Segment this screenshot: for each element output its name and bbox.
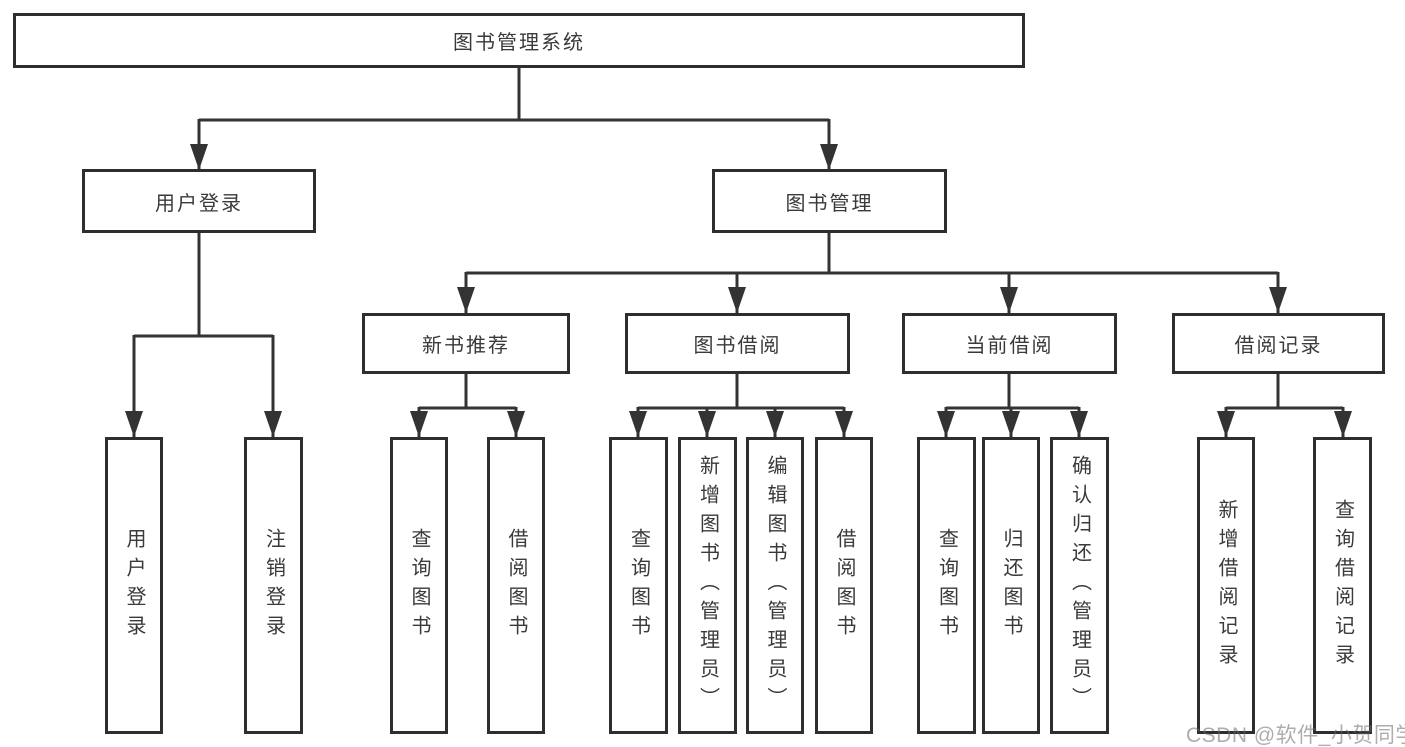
- leaf-borrow-query-books: 查询图书: [609, 437, 668, 734]
- leaf-confirm-return-admin: 确认归还（管理员）: [1050, 437, 1109, 734]
- leaf-borrow-books: 借阅图书: [815, 437, 873, 734]
- node-user-login: 用户登录: [82, 169, 316, 233]
- node-book-management: 图书管理: [712, 169, 947, 233]
- node-book-borrow: 图书借阅: [625, 313, 850, 374]
- node-new-book-recommend: 新书推荐: [362, 313, 570, 374]
- node-root: 图书管理系统: [13, 13, 1025, 68]
- leaf-logout: 注销登录: [244, 437, 303, 734]
- leaf-add-borrow-record: 新增借阅记录: [1197, 437, 1255, 734]
- leaf-return-books: 归还图书: [982, 437, 1040, 734]
- node-current-borrow: 当前借阅: [902, 313, 1117, 374]
- leaf-add-books-admin: 新增图书（管理员）: [678, 437, 737, 734]
- leaf-current-query-books: 查询图书: [917, 437, 976, 734]
- leaf-recommend-borrow-books: 借阅图书: [487, 437, 545, 734]
- leaf-edit-books-admin: 编辑图书（管理员）: [746, 437, 804, 734]
- leaf-user-login: 用户登录: [105, 437, 163, 734]
- node-borrow-records: 借阅记录: [1172, 313, 1385, 374]
- leaf-query-borrow-record: 查询借阅记录: [1313, 437, 1372, 734]
- leaf-recommend-query-books: 查询图书: [390, 437, 448, 734]
